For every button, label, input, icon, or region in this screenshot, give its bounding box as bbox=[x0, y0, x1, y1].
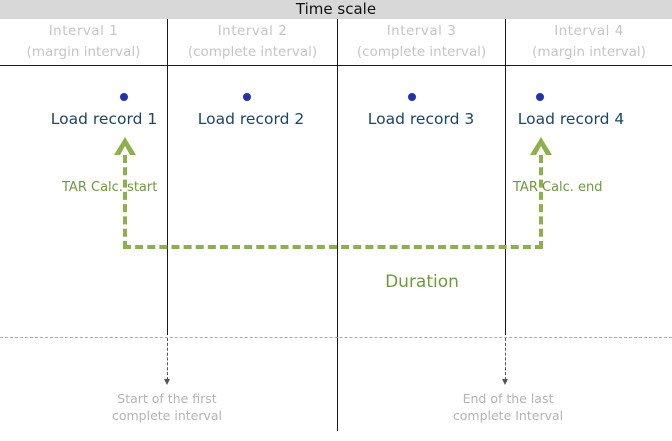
title-band bbox=[0, 0, 672, 19]
end-marker-note-line1: End of the last bbox=[462, 391, 554, 406]
tar-calc-end-stem bbox=[539, 155, 543, 249]
interval-divider-1 bbox=[167, 19, 168, 335]
interval-divider-2 bbox=[337, 19, 338, 431]
page-title: Time scale bbox=[295, 0, 377, 18]
interval-name-2: Interval 2 bbox=[217, 23, 288, 39]
interval-header-3: Interval 3 (complete interval) bbox=[338, 19, 505, 65]
start-marker-stem bbox=[167, 338, 168, 380]
interval-header-2: Interval 2 (complete interval) bbox=[168, 19, 337, 65]
interval-divider-3 bbox=[505, 19, 506, 335]
load-record-dot-1 bbox=[120, 93, 128, 101]
tar-calc-start-label: TAR Calc. start bbox=[62, 180, 158, 195]
interval-name-1: Interval 1 bbox=[48, 23, 119, 39]
interval-type-2: (complete interval) bbox=[187, 44, 318, 60]
start-marker-note: Start of the first complete interval bbox=[112, 390, 222, 424]
interval-name-3: Interval 3 bbox=[386, 23, 457, 39]
load-record-dot-2 bbox=[243, 93, 251, 101]
end-marker-arrowhead-icon bbox=[502, 379, 508, 385]
end-marker-note-line2: complete Interval bbox=[452, 408, 564, 423]
duration-label: Duration bbox=[385, 272, 459, 292]
load-record-dot-4 bbox=[536, 93, 544, 101]
tar-calc-end-arrowhead-notch bbox=[536, 146, 546, 155]
interval-type-4: (margin interval) bbox=[532, 44, 646, 60]
tar-calc-start-stem bbox=[123, 155, 127, 249]
end-marker-note: End of the last complete Interval bbox=[453, 390, 563, 424]
end-marker-stem bbox=[505, 338, 506, 380]
load-record-label-1: Load record 1 bbox=[50, 110, 158, 128]
load-record-dot-3 bbox=[408, 93, 416, 101]
interval-name-4: Interval 4 bbox=[554, 23, 624, 39]
interval-header-1: Interval 1 (margin interval) bbox=[0, 19, 167, 65]
load-record-label-3: Load record 3 bbox=[367, 110, 475, 128]
interval-type-1: (margin interval) bbox=[26, 44, 141, 60]
load-record-label-4: Load record 4 bbox=[517, 110, 625, 128]
start-marker-note-line1: Start of the first bbox=[117, 391, 217, 406]
load-record-label-2: Load record 2 bbox=[197, 110, 305, 128]
complete-interval-guide-line bbox=[0, 337, 672, 338]
tar-calc-start-arrowhead-notch bbox=[120, 146, 130, 155]
start-marker-note-line2: complete interval bbox=[111, 408, 223, 423]
interval-header-row: Interval 1 (margin interval) Interval 2 … bbox=[0, 19, 672, 66]
tar-calc-end-label: TAR Calc. end bbox=[513, 180, 603, 195]
interval-type-3: (complete interval) bbox=[356, 44, 487, 60]
duration-baseline bbox=[123, 245, 543, 249]
interval-header-4: Interval 4 (margin interval) bbox=[506, 19, 672, 65]
start-marker-arrowhead-icon bbox=[164, 379, 170, 385]
